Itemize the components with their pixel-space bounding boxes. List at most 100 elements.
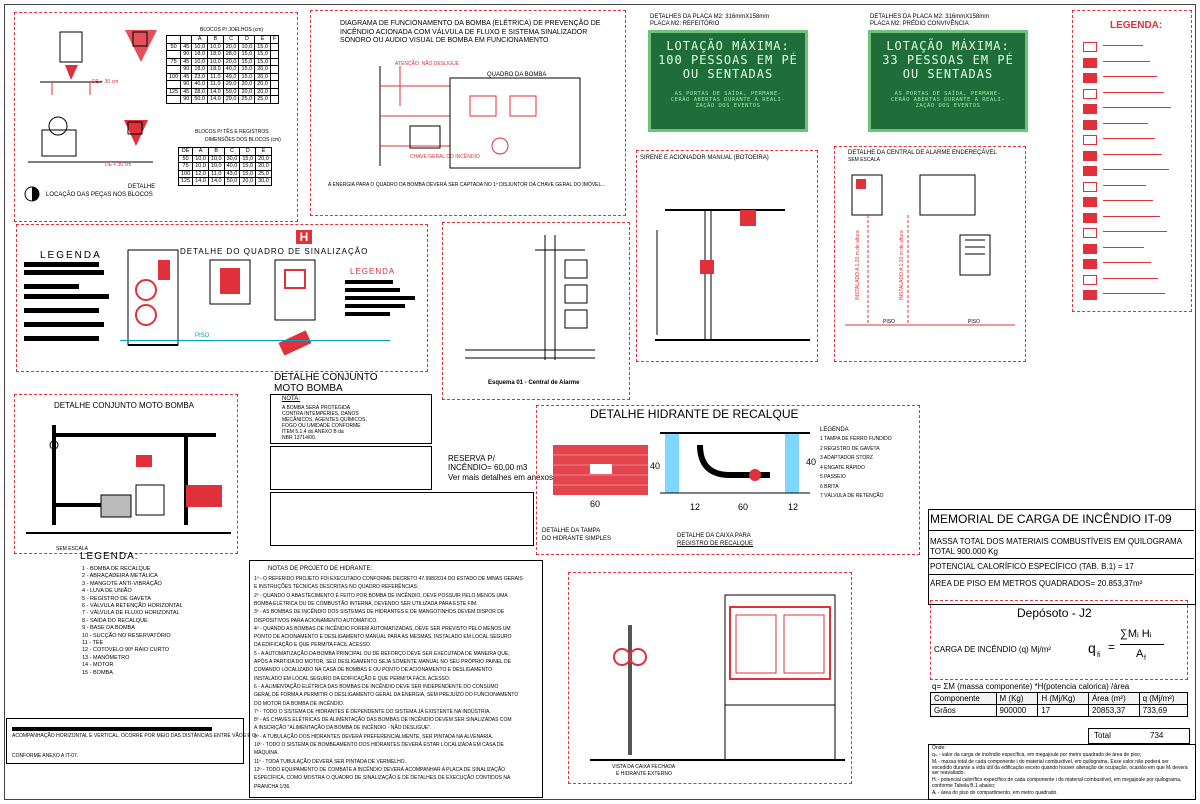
blocks-cell: 14,0 <box>207 87 224 96</box>
acomp-bar <box>12 727 212 731</box>
section-marker-icon <box>24 186 40 202</box>
tees-cell: 10,0 <box>192 162 209 171</box>
vista-caixa-1: VISTA DA CAIXA FECHADA <box>612 764 676 770</box>
legend-bar-1 <box>24 262 99 267</box>
floor-line-mid <box>120 340 390 341</box>
nota-line: 1º - O REFERIDO PROJETO FOI EXECUTADO CO… <box>254 576 523 582</box>
pump-circuit-drawing: ATENÇÃO: NÃO DESLIGUE CHAVE GERAL DO INC… <box>379 60 581 169</box>
altura-b: INSTALADO A 1,20 m de altura <box>899 230 905 300</box>
onde-1: qₛᵢ - valor da carga de incêndio específ… <box>932 752 1142 758</box>
vista-caixa-panel <box>568 572 852 784</box>
blocks-cell: 50,0 <box>191 95 209 104</box>
legend-symbol-icon <box>1083 150 1097 161</box>
blocks-cell: 90 <box>180 65 193 74</box>
legend-mid-bar-2 <box>345 288 400 292</box>
legend-text-line <box>1103 277 1158 279</box>
de-label-2: DE + 30 cm <box>105 162 132 168</box>
tees-cell: 50 <box>177 154 194 163</box>
blocks-cell <box>165 50 182 59</box>
legenda-mid-title: LEGENDA <box>350 267 396 276</box>
blocks-cell: 10,0 <box>207 42 224 51</box>
sign-a-line-2: 100 PESSOAS EM PÉ <box>658 53 798 67</box>
pump-legend-item: 9 - BASE DA BOMBA <box>82 625 135 632</box>
tees-cell: 11,0 <box>207 169 225 178</box>
pump-legend-item: 10 - SUCÇÃO NO RESERVATÓRIO <box>82 632 171 639</box>
fitting-drawing-2 <box>125 30 157 62</box>
memo-divider-3 <box>928 574 1194 575</box>
acomp-box <box>6 718 244 764</box>
tees-cell: 10,0 <box>207 154 225 163</box>
alarm-scheme-drawing <box>465 235 595 360</box>
onde-title: Onde: <box>932 745 946 751</box>
fire-load-cell: 20853,37 <box>1087 704 1140 717</box>
blocks-cell: 20,0 <box>238 80 256 89</box>
blocks-cell: 40,0 <box>191 80 209 89</box>
hose-cabinet-drawing <box>127 249 179 346</box>
blocks-cell: 49,0 <box>222 72 240 81</box>
blocks-cell: 10,0 <box>191 57 209 66</box>
nota-line: GERAL DE FORMA A PERMITIR O DESLIGAMENTO… <box>254 692 519 699</box>
blocks-cell: 18,0 <box>207 65 224 74</box>
sign-a-line-1: LOTAÇÃO MÁXIMA: <box>666 39 790 53</box>
nota-line: PONTO DE ACIONAMENTO E DESLIGAMENTO MANU… <box>254 634 512 641</box>
tees-cell: 20,0 <box>239 177 257 186</box>
nota-line: 2º - QUANDO O ABASTECIMENTO É FEITO POR … <box>254 592 508 599</box>
fire-load-cell: H (Mj/Kg) <box>1037 692 1089 705</box>
nota-line: PRANCHA 1/36. <box>254 783 291 790</box>
blocks-cell: E <box>254 35 271 44</box>
tees-table-title: BLOCOS P/ TÊS E REGISTROS <box>195 129 269 135</box>
legend-bar-6 <box>24 322 104 327</box>
pump-legend-item: 14 - MOTOR <box>82 662 114 669</box>
legend-text-line <box>1103 153 1162 155</box>
tees-cell: 12,0 <box>192 169 209 178</box>
blocks-cell: 15,0 <box>238 72 256 81</box>
pump-legend-item: 5 - REGISTRO DE GAVETA <box>82 595 151 602</box>
legend-mid-bar-5 <box>345 312 390 316</box>
sign-b-sub-3: ZAÇÃO DOS EVENTOS <box>915 103 981 109</box>
tees-cell: B <box>207 147 225 156</box>
blocks-cell: 23,0 <box>191 72 209 81</box>
legend-text-line <box>1103 246 1144 248</box>
deposito-title: Depósoto - J2 <box>1017 606 1092 620</box>
conj-moto-title-1: DETALHE CONJUNTO <box>274 372 378 383</box>
blocks-cell: 15,0 <box>254 42 271 51</box>
blocks-cell: C <box>222 35 240 44</box>
blocks-cell: 20,0 <box>254 80 271 89</box>
memorial-box <box>928 509 1196 605</box>
blocks-cell: 29,0 <box>222 95 240 104</box>
tees-cell: C <box>223 147 241 156</box>
tees-cell: 125 <box>177 177 194 186</box>
legend-symbol-icon <box>1083 181 1097 192</box>
carga-label: CARGA DE INCÊNDIO (q) Mj/m² <box>934 645 1051 654</box>
legend-symbol-icon <box>1083 290 1097 300</box>
nota-line: A INSCRIÇÃO "ALIMENTAÇÃO DA BOMBA DE INC… <box>254 725 432 732</box>
hidrante-legend-item: 2 REGISTRO DE GAVETA <box>820 445 880 452</box>
legend-symbol-icon <box>1083 228 1097 238</box>
acomp-line-2: CONFORME ANEXO A IT-07. <box>12 753 79 759</box>
quadro-bomba-label: QUADRO DA BOMBA <box>487 72 547 78</box>
sign-b-line-1: LOTAÇÃO MÁXIMA: <box>886 39 1010 53</box>
legenda-pump-title: LEGENDA: <box>80 551 139 562</box>
tees-cell: 25,0 <box>255 169 272 178</box>
tees-cell: 100 <box>177 169 194 178</box>
blocks-cell: D <box>238 35 256 44</box>
placa-b-title: DETALHES DA PLACA M2: 316mmX158mm <box>870 14 990 20</box>
formula-den: A <box>1136 648 1144 660</box>
fitting-drawing-1 <box>40 31 102 95</box>
tees-cell: DE <box>177 147 194 156</box>
nota-box-3 <box>270 492 534 546</box>
blocks-cell: 28,0 <box>191 87 209 96</box>
legend-symbol-icon <box>1083 274 1097 285</box>
nota-line: 4º - QUANDO AS BOMBAS DE INCÊNDIO FOREM … <box>254 625 511 632</box>
legend-symbol-icon <box>1083 88 1097 99</box>
fire-load-cell: Componente <box>930 692 997 705</box>
onde-box <box>928 744 1196 800</box>
diagram-note: A ENERGIA PARA O QUADRO DA BOMBA DEVERÁ … <box>328 182 606 188</box>
reserva-line-2: INCÊNDIO= 60,00 m3 <box>448 463 528 472</box>
blocks-cell: 50 <box>165 42 182 51</box>
